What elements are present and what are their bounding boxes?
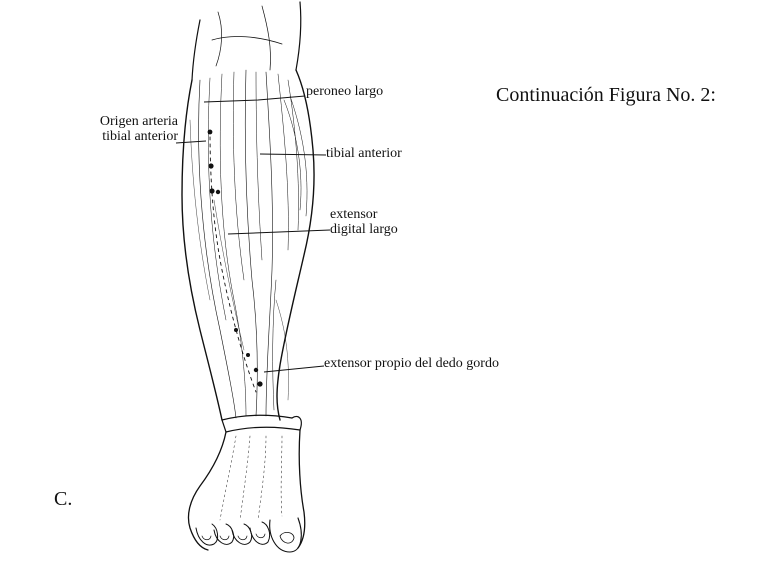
label-extensor-digital-largo: extensor digital largo	[330, 207, 398, 237]
label-tibial-anterior: tibial anterior	[326, 146, 402, 161]
big-toe	[270, 518, 302, 552]
leader-extensor-propio	[264, 366, 324, 372]
panel-letter: C.	[54, 488, 72, 511]
label-origen-line1: Origen arteria	[70, 114, 178, 129]
ankle-left	[222, 420, 226, 432]
knee-contour	[212, 37, 282, 44]
label-extensor-propio: extensor propio del dedo gordo	[324, 356, 499, 371]
toe-4	[250, 522, 270, 544]
big-toe-nail	[280, 532, 294, 543]
thigh-outline-left	[192, 20, 200, 80]
artery-path	[210, 130, 256, 392]
ankle-top	[222, 415, 292, 420]
figure-title: Continuación Figura No. 2:	[496, 84, 716, 107]
ankle-right	[292, 417, 301, 431]
label-origen-line2: tibial anterior	[70, 129, 178, 144]
leader-extensor	[228, 230, 330, 234]
leg-outline-left	[182, 80, 222, 420]
label-peroneo-largo: peroneo largo	[306, 84, 383, 99]
toe-3	[232, 524, 252, 544]
label-extensor-line1: extensor	[330, 207, 398, 222]
leader-peroneo	[204, 96, 305, 102]
ankle-bottom	[226, 427, 300, 432]
label-origen-arteria: Origen arteria tibial anterior	[70, 114, 178, 144]
knee-contour-3	[262, 6, 271, 70]
foot-outline-left	[188, 432, 226, 550]
label-extensor-line2: digital largo	[330, 222, 398, 237]
thigh-outline-right	[296, 2, 301, 70]
leader-tibial	[260, 154, 326, 155]
toe-1	[196, 524, 218, 545]
